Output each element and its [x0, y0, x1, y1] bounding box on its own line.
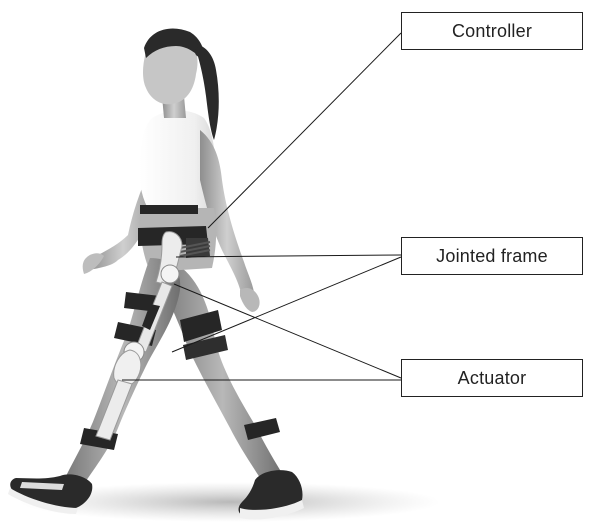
- jointed-frame-label-text: Jointed frame: [436, 246, 548, 267]
- front-leg: [8, 258, 180, 514]
- actuator-label: Actuator: [401, 359, 583, 397]
- actuator-label-text: Actuator: [458, 368, 527, 389]
- leader-line-controller: [208, 33, 401, 228]
- controller-label-text: Controller: [452, 21, 532, 42]
- controller-label: Controller: [401, 12, 583, 50]
- back-leg: [160, 265, 304, 520]
- upper-belt: [140, 205, 198, 214]
- leader-line-frame-2: [172, 257, 401, 352]
- jointed-frame-label: Jointed frame: [401, 237, 583, 275]
